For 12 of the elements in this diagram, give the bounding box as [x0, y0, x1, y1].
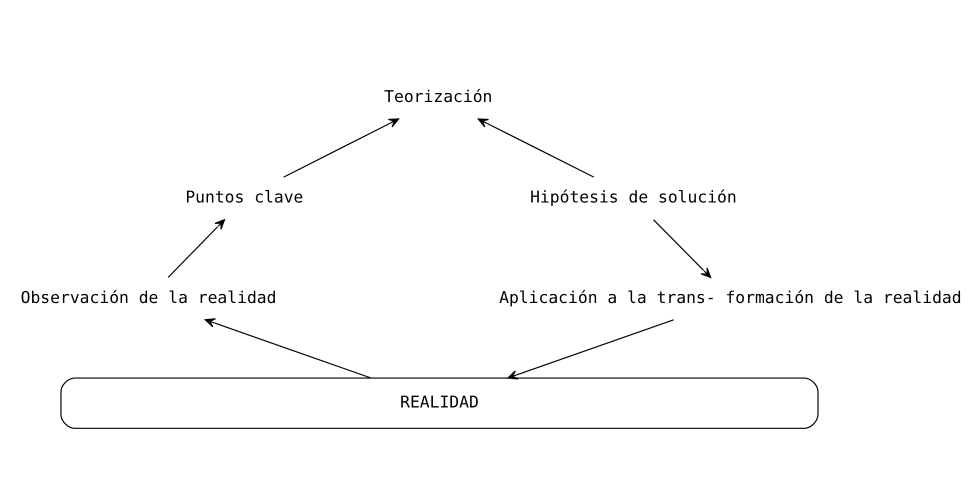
arrow: [204, 318, 372, 378]
arrow: [653, 218, 712, 278]
node-text: Hipótesis de solución: [530, 186, 737, 206]
node-text: Teorización: [384, 86, 492, 106]
arrow: [283, 118, 400, 178]
node-text: Observación de la realidad: [20, 287, 276, 306]
node-box: REALIDAD: [60, 377, 819, 428]
arrow: [507, 318, 674, 379]
arrow: [478, 118, 594, 178]
arrow: [168, 218, 226, 278]
node-text: Puntos clave: [185, 186, 304, 206]
node-text: Aplicación a la trans- formación de la realidad: [499, 287, 962, 306]
